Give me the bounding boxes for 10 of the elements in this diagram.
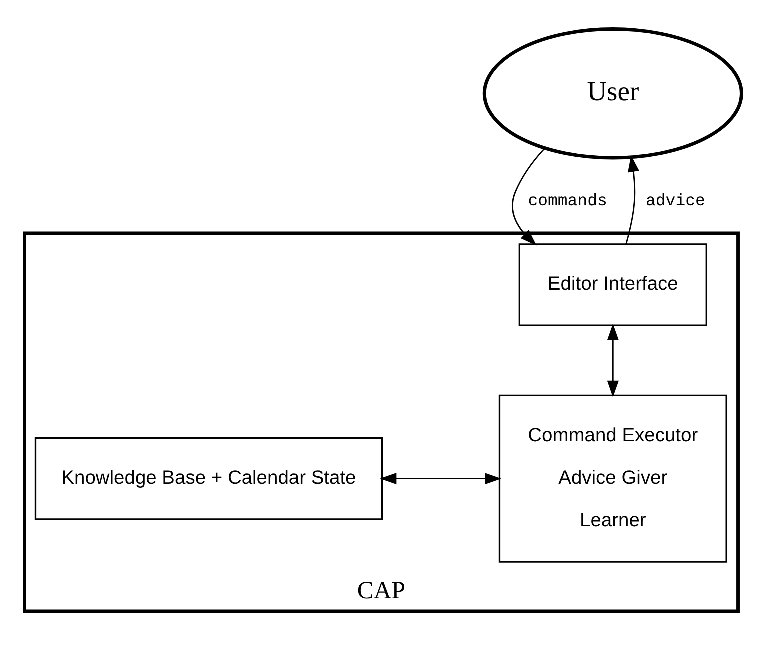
arrow <box>607 323 619 397</box>
node-box: Knowledge Base + Calendar State <box>34 436 383 520</box>
arrow <box>512 147 546 246</box>
edge-label: commands <box>528 190 608 210</box>
node-ellipse: User <box>482 27 744 160</box>
node-box: Editor Interface <box>518 243 708 326</box>
node-box: Command Executor Advice Giver Learner <box>498 394 728 562</box>
arrow <box>380 472 502 484</box>
arrow <box>626 155 640 244</box>
edge-label: advice <box>646 190 706 210</box>
